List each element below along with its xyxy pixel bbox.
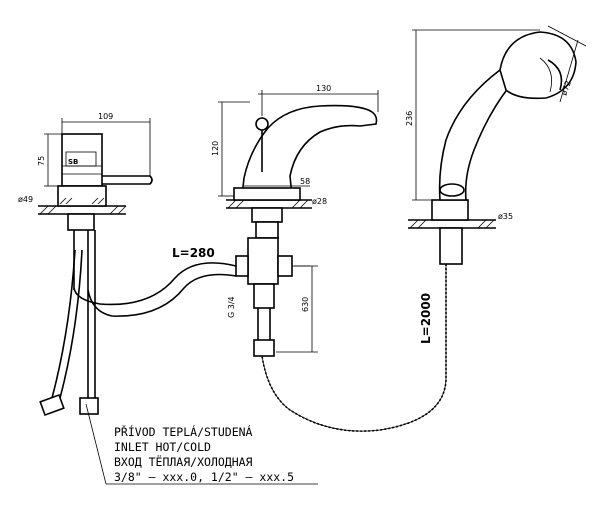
base-diameter-label: ø49: [18, 195, 33, 204]
inlet-note-english: INLET HOT/COLD: [114, 440, 211, 454]
tee-fitting: [247, 237, 279, 285]
spout-base-diameter-label: ø28: [312, 197, 327, 206]
svg-text:SB: SB: [68, 158, 78, 166]
thread-label: G 3/4: [227, 296, 236, 318]
shower-hose: [261, 264, 447, 432]
spout-height-label: 120: [211, 141, 220, 156]
holder-diameter-label: ø35: [498, 212, 513, 221]
popup-knob: [255, 117, 269, 131]
inlet-note-czech: PŘÍVOD TEPLÁ/STUDENÁ: [114, 424, 253, 439]
spout-body: [241, 104, 378, 197]
connection-pipe: L=280: [73, 246, 237, 317]
spout-length-label: 130: [316, 84, 331, 93]
dim-base-width: 109: [61, 112, 151, 176]
inlet-notes: PŘÍVOD TEPLÁ/STUDENÁ INLET HOT/COLD ВХОД…: [85, 403, 318, 485]
mixer-base: [57, 185, 107, 207]
mixer-control-unit: SB 109 75 ø49: [18, 112, 153, 231]
mixer-body: [61, 133, 103, 187]
spout-base: [233, 187, 301, 201]
deck-hatch-left: [38, 205, 127, 215]
shower-holder: [431, 199, 469, 221]
handshower-height-label: 236: [405, 111, 414, 126]
base-height-label: 75: [37, 156, 46, 166]
hose-length-label: L=2000: [419, 293, 433, 344]
inlet-note-russian: ВХОД ТЁПЛАЯ/ХОЛОДНАЯ: [114, 454, 253, 469]
dim-base-height: 75: [37, 133, 62, 187]
spout-unit: 130 120 58 ø28 G 3/4 630: [211, 84, 379, 357]
spout-offset-label: 58: [300, 177, 310, 186]
inlet-hoses: [39, 230, 99, 417]
pipe-length-label: L=280: [172, 246, 215, 260]
shower-head: [499, 31, 577, 100]
riser-length-label: 630: [301, 297, 310, 312]
mixer-lever: [102, 175, 153, 185]
inlet-note-sizes: 3/8" – xxx.0, 1/2" – xxx.5: [114, 470, 294, 484]
hand-shower-unit: ø35 ø72 236 L=2000: [261, 25, 587, 432]
base-width-label: 109: [98, 112, 113, 121]
